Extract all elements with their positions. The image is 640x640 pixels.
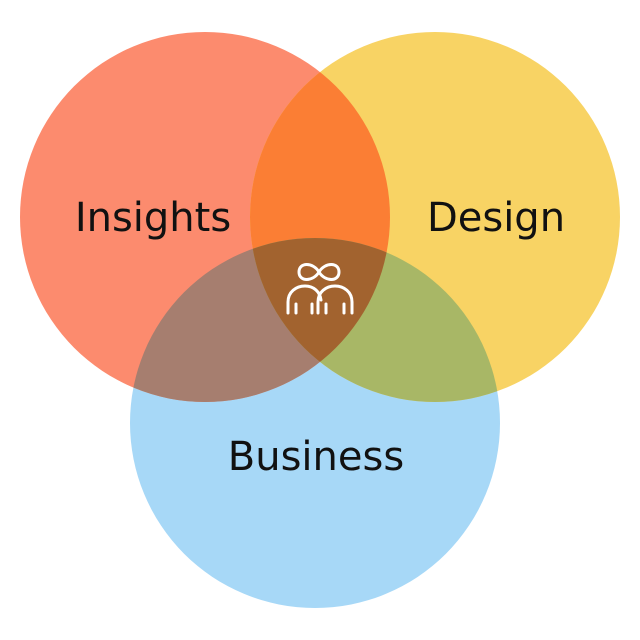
overlap-design-business [250, 238, 500, 402]
label-design: Design [427, 195, 565, 241]
infinity-people-icon [286, 263, 354, 315]
overlap-insights-business [130, 238, 390, 402]
label-insights: Insights [75, 195, 231, 241]
label-business: Business [228, 434, 404, 480]
